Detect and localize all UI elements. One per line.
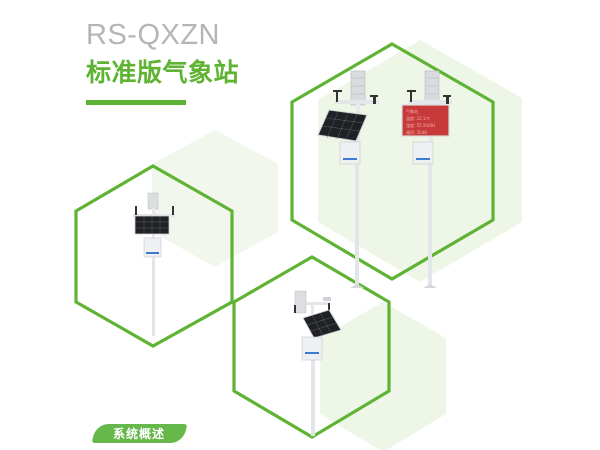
led-line-4: 噪声: 35dB	[406, 129, 427, 135]
solar-weather-station-large	[317, 70, 379, 288]
led-display-weather-station: 气象站 温度: 22.1℃ 湿度: 55.5%RH 噪声: 35dB	[401, 70, 452, 288]
section-badge-label: 系统概述	[113, 427, 166, 441]
left-fill-hexagon	[152, 130, 278, 267]
led-line-3: 湿度: 55.5%RH	[406, 122, 435, 128]
section-badge: 系统概述	[91, 424, 188, 443]
product-title: 标准版气象站	[86, 58, 240, 87]
solar-panel-icon	[302, 309, 342, 339]
led-line-1: 气象站	[406, 108, 418, 114]
bottom-fill-hexagon	[320, 302, 446, 450]
led-line-2: 温度: 22.1℃	[406, 115, 431, 121]
led-display-panel	[401, 104, 450, 137]
title-underline	[86, 100, 186, 105]
left-outline-hexagon	[74, 164, 234, 348]
big-outline-hexagon	[290, 42, 495, 281]
compact-weather-station	[294, 290, 342, 436]
model-title: RS-QXZN	[86, 19, 220, 51]
solar-weather-station-small	[133, 192, 175, 336]
bottom-outline-hexagon	[232, 255, 391, 439]
